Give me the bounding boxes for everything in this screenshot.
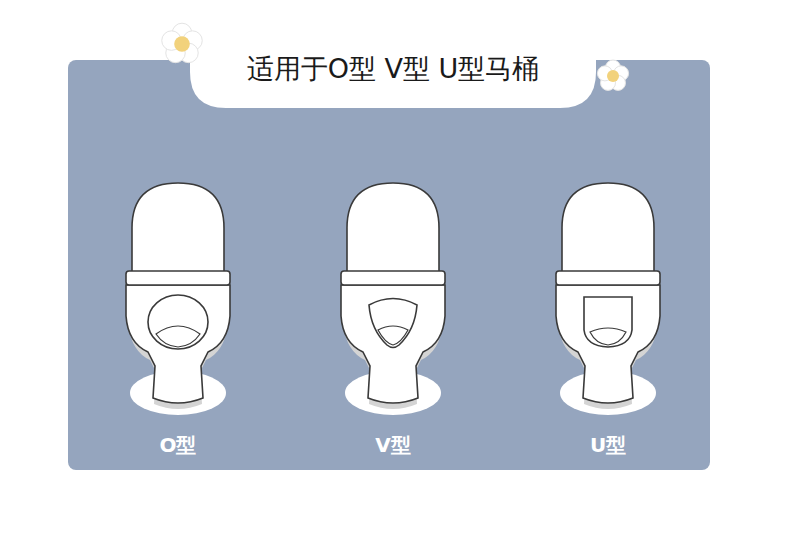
daisy-flower	[597, 60, 628, 90]
type-label: O型	[159, 432, 196, 459]
title-bubble	[190, 40, 596, 108]
toilet-figure	[126, 183, 230, 415]
type-label: U型	[590, 432, 626, 459]
title: 适用于O型 V型 U型马桶	[247, 51, 540, 87]
toilet-figure	[556, 183, 660, 415]
toilet-figure	[341, 183, 445, 415]
panel	[68, 60, 710, 470]
daisy-flower	[162, 23, 203, 62]
type-label: V型	[375, 432, 410, 459]
